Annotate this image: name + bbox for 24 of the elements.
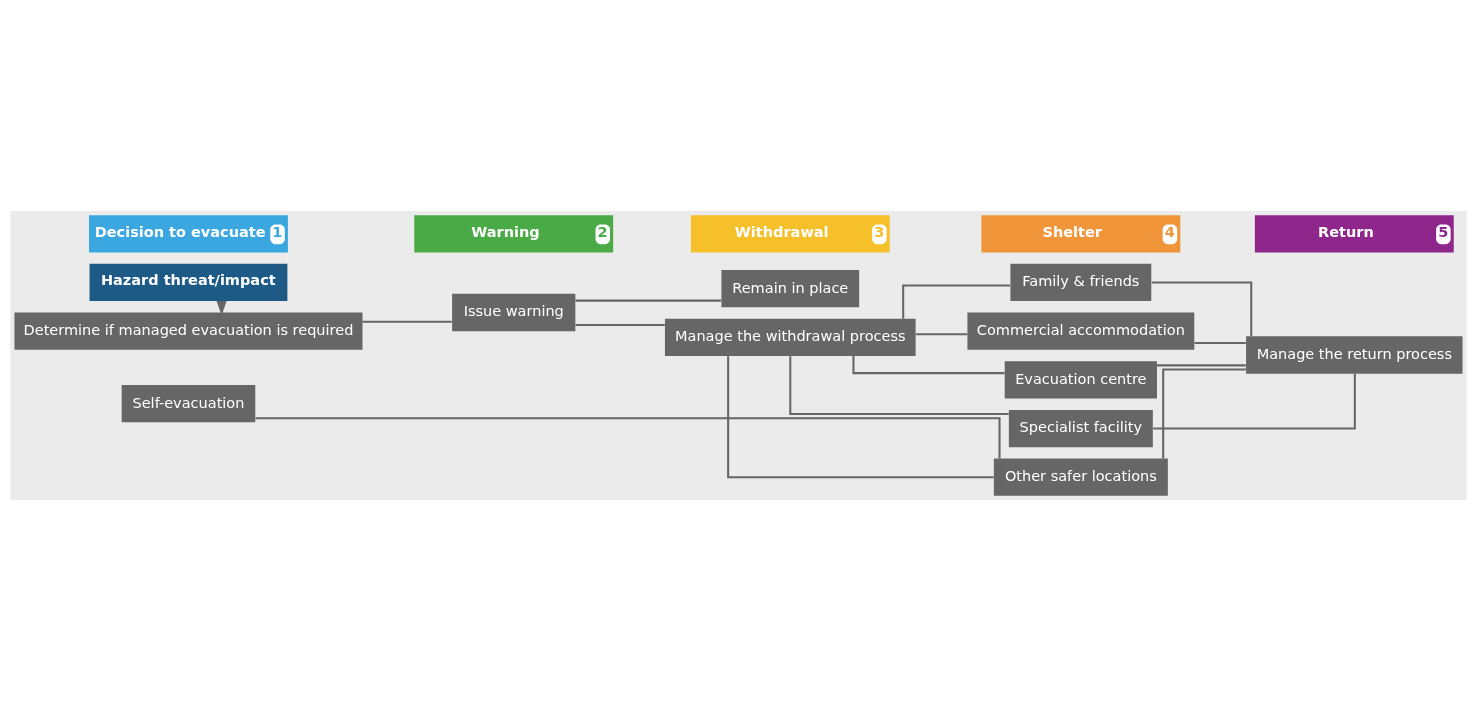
connector [916, 332, 968, 335]
node-box: Other safer locations [993, 458, 1168, 496]
connector [1157, 363, 1246, 366]
connector [1151, 280, 1253, 336]
connector [902, 284, 1011, 319]
connector [1194, 341, 1246, 344]
node-box: Remain in place [721, 269, 860, 307]
node-box: Issue warning [452, 293, 576, 331]
node-box: Family & friends [1010, 263, 1152, 301]
connector [255, 416, 1001, 458]
connector [727, 355, 994, 478]
connector [575, 299, 721, 302]
connector [575, 323, 665, 326]
connector [1162, 367, 1246, 458]
connector [789, 355, 1009, 415]
node-box: Manage the return process [1246, 335, 1463, 374]
node-box: Evacuation centre [1004, 360, 1157, 398]
node-box: Determine if managed evacuation is required [14, 312, 363, 350]
node-box: Self-evacuation [121, 384, 256, 422]
node-box: Specialist facility [1008, 409, 1153, 447]
node-box: Commercial accommodation [967, 312, 1195, 350]
connector [1153, 373, 1356, 430]
connector [362, 320, 452, 323]
node-box: Manage the withdrawal process [664, 318, 916, 356]
